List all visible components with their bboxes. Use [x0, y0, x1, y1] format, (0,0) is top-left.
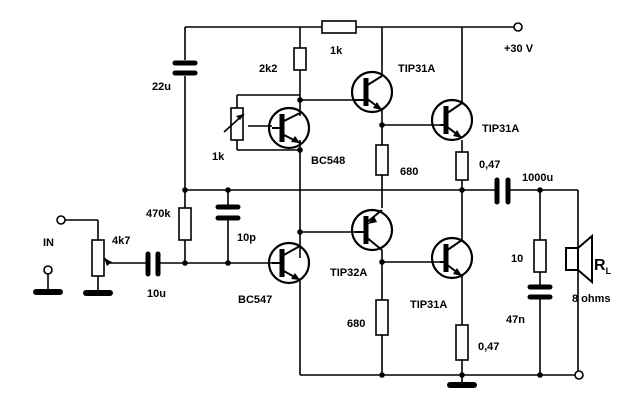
label-r-047-upper: 0,47: [479, 159, 500, 171]
terminals: [43, 22, 584, 380]
capacitor-22u: [172, 60, 198, 76]
resistor-047-lower: [455, 324, 469, 361]
transistor-tip31a-driver: [350, 70, 394, 114]
label-c-10u: 10u: [147, 288, 166, 300]
label-r-top-1k: 1k: [330, 45, 343, 57]
label-r-10: 10: [511, 253, 523, 265]
transistor-tip31a-lower-output: [430, 236, 474, 280]
resistor-2k2: [293, 47, 307, 71]
load-label: RL: [594, 257, 612, 276]
label-pot-1k: 1k: [212, 151, 225, 163]
label-r-470k: 470k: [146, 208, 171, 220]
capacitor-47n: [527, 284, 553, 300]
input-ground-terminal: [43, 265, 53, 275]
resistor-top-1k: [321, 20, 357, 34]
supply-terminal: [513, 22, 523, 32]
label-q-bc547: BC547: [238, 294, 272, 306]
label-r-047-lower: 0,47: [478, 341, 499, 353]
load-impedance: 8 ohms: [572, 293, 611, 305]
label-q-tip31a-upper-output: TIP31A: [482, 123, 519, 135]
ground-symbols: [33, 274, 477, 388]
resistor-470k: [178, 207, 192, 241]
label-q-bc548: BC548: [311, 155, 345, 167]
load-label-main: R: [594, 257, 606, 274]
label-q-tip31a-driver: TIP31A: [398, 63, 435, 75]
speaker-icon: [565, 233, 593, 285]
transistor-bc547: [267, 241, 311, 285]
label-c-22u: 22u: [152, 81, 171, 93]
resistor-680-upper: [375, 144, 389, 176]
label-r-680-upper: 680: [400, 166, 418, 178]
resistor-680-lower: [375, 299, 389, 336]
label-c-10p: 10p: [237, 232, 256, 244]
label-q-tip32a: TIP32A: [330, 267, 367, 279]
capacitor-1000u: [494, 177, 511, 205]
label-r-2k2: 2k2: [259, 63, 277, 75]
label-pot-4k7: 4k7: [112, 235, 130, 247]
output-ground-terminal: [574, 370, 584, 380]
wires: [65, 26, 579, 382]
junction-dots: [182, 97, 543, 378]
label-q-tip31a-lower-output: TIP31A: [410, 299, 447, 311]
transistor-tip32a: [350, 208, 394, 252]
transistor-bc548: [267, 106, 311, 150]
input-label: IN: [43, 237, 54, 249]
resistor-10: [533, 239, 547, 273]
potentiometer-1k: [223, 107, 245, 141]
labels: +30 V IN 1k 2k2 1k 680 0,47 470k 4k7 680…: [43, 43, 612, 353]
resistor-047-upper: [455, 151, 469, 181]
label-c-47n: 47n: [506, 314, 525, 326]
capacitor-10u: [145, 251, 161, 277]
potentiometer-4k7: [91, 239, 112, 277]
label-c-1000u: 1000u: [522, 172, 553, 184]
transistor-tip31a-upper-output: [430, 98, 474, 142]
capacitor-10p: [215, 204, 241, 221]
input-terminal: [56, 215, 66, 225]
supply-label: +30 V: [504, 43, 534, 55]
load-label-sub: L: [606, 266, 612, 276]
label-r-680-lower: 680: [347, 318, 365, 330]
